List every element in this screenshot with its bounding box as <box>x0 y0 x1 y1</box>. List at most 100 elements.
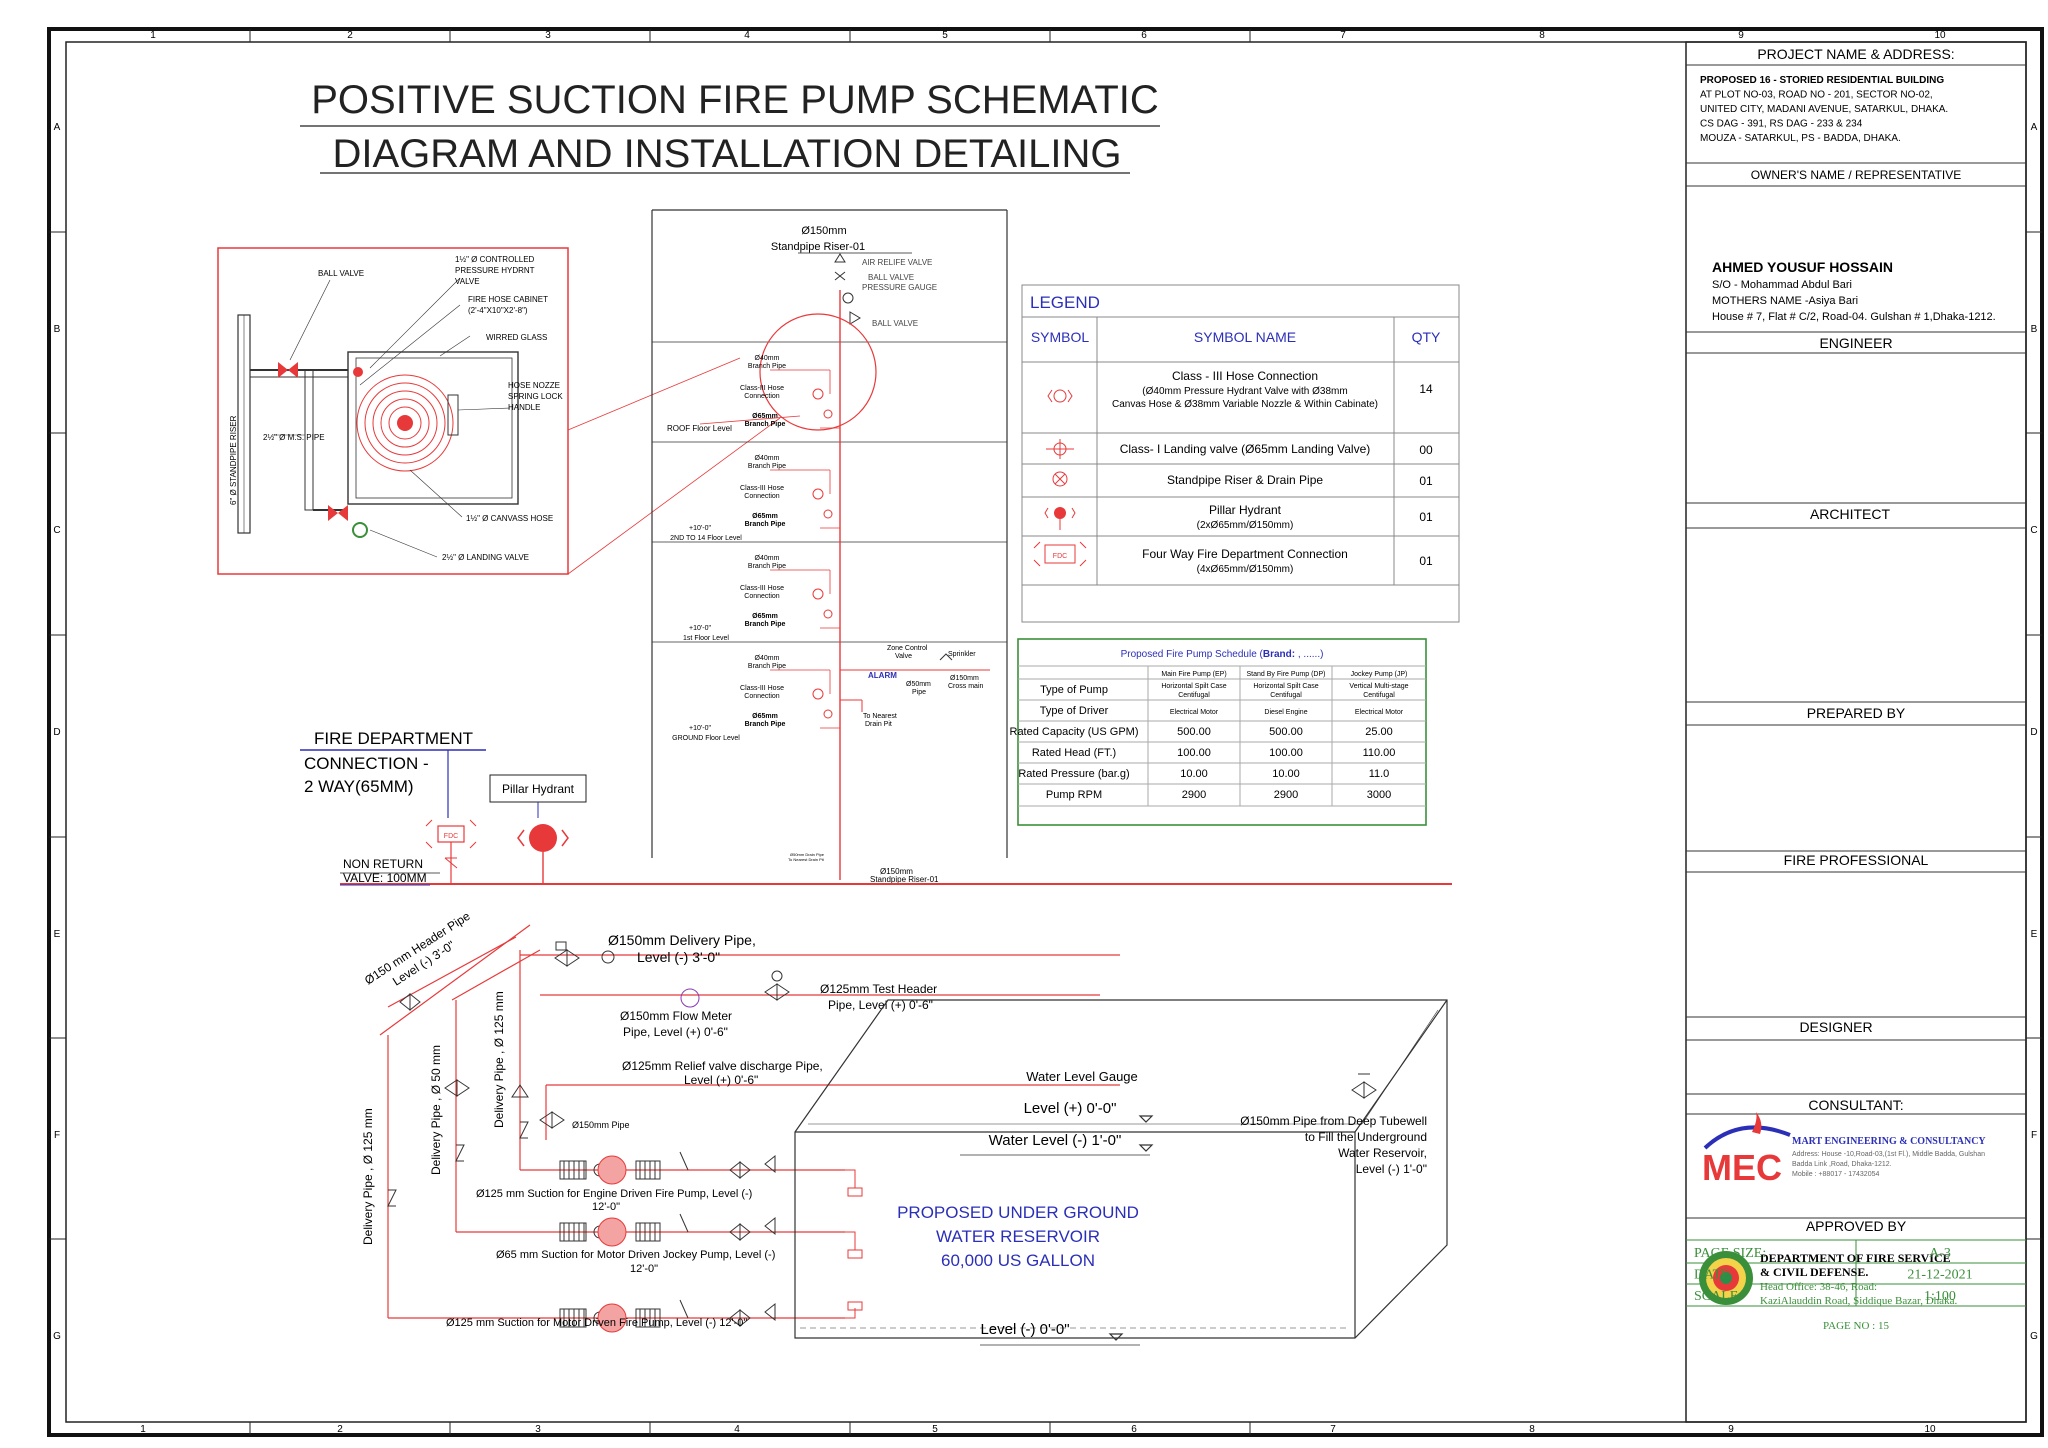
riser-size: Ø150mm <box>801 225 846 237</box>
schedule-cell: 100.00 <box>1269 747 1303 759</box>
cross-main-label-2: Cross main <box>948 683 984 690</box>
branch-bottom-label: Ø65mm <box>752 513 778 520</box>
pipe50-label-2: Pipe <box>912 689 926 696</box>
pipe50-label-1: Ø50mm <box>906 681 931 688</box>
legend-symbols: FDC <box>1033 389 1087 567</box>
dept-line-2: & CIVIL DEFENSE. <box>1760 1265 1868 1279</box>
fire-hose-cabinet-label: FIRE HOSE CABINET(2'-4"X10"X2'-8") <box>468 295 548 315</box>
grid-row-right: D <box>2030 727 2037 738</box>
grid-col-top: 4 <box>744 30 750 41</box>
pump-sets <box>559 1151 776 1333</box>
pillar-hydrant-symbol <box>517 824 569 884</box>
schedule-cell: Centifugal <box>1270 692 1302 699</box>
grid-row-right: G <box>2030 1331 2038 1342</box>
svg-text:Branch Pipe: Branch Pipe <box>745 521 786 528</box>
project-head: PROJECT NAME & ADDRESS: <box>1757 46 1954 62</box>
schedule-row-label: Type of Driver <box>1040 705 1109 717</box>
grid-row-left: D <box>53 727 60 738</box>
fdc-conn-line1: CONNECTION - <box>304 754 429 773</box>
schedule-cell: 11.0 <box>1369 768 1390 780</box>
page-no: PAGE NO : 15 <box>1823 1320 1889 1332</box>
flow-meter-label-2: Pipe, Level (+) 0'-6" <box>623 1025 728 1039</box>
branch-top-label: Ø40mm <box>755 455 780 462</box>
dept-office-2: KaziAlauddin Road, Siddique Bazar, Dhaka… <box>1760 1295 1957 1307</box>
grid-row-left: B <box>54 324 61 335</box>
grid-row-right: E <box>2031 929 2038 940</box>
fdc-icon: FDC <box>1033 541 1087 567</box>
zone-control-label-1: Zone Control <box>887 645 928 652</box>
schedule-cell: 500.00 <box>1177 726 1211 738</box>
legend-row-qty: 14 <box>1419 382 1433 396</box>
drain-label-2: Drain Pit <box>865 721 892 728</box>
riser-tiny-note-1: Ø50mm Drain Pipe <box>790 852 825 857</box>
pump-room-piping <box>379 924 1120 1319</box>
schedule-cell: Electrical Motor <box>1355 709 1404 716</box>
nrv-label-2: VALVE: 100MM <box>343 871 427 885</box>
legend-row-qty: 01 <box>1419 554 1433 568</box>
pump-set <box>559 1151 776 1185</box>
grid-col-bottom: 4 <box>734 1424 740 1435</box>
grid-col-bottom: 10 <box>1924 1424 1936 1435</box>
schedule-cell: 10.00 <box>1180 768 1208 780</box>
grid-row-right: A <box>2031 122 2038 133</box>
svg-text:Connection: Connection <box>744 493 780 500</box>
ms-pipe-label: 2½" Ø M.S. PIPE <box>263 433 325 442</box>
title-block-meta-lines <box>1686 1239 2026 1307</box>
owner-head: OWNER'S NAME / REPRESENTATIVE <box>1751 168 1962 182</box>
suction2-label-1: Ø65 mm Suction for Motor Driven Jockey P… <box>496 1249 775 1261</box>
schedule-row-label: Type of Pump <box>1040 684 1108 696</box>
cabinet-detail <box>217 247 569 575</box>
dfs-logo <box>1699 1251 1753 1305</box>
grid-row-right: F <box>2031 1130 2037 1141</box>
delivery125b-label: Delivery Pipe , Ø 125 mm <box>361 1108 375 1245</box>
ball-valve-bottom-label: BALL VALVE <box>872 319 918 328</box>
pump-icon <box>597 1303 627 1333</box>
branch-top-label: Ø40mm <box>755 355 780 362</box>
ball-valve-top-label: BALL VALVE <box>868 273 914 282</box>
grid-row-left: G <box>53 1331 61 1342</box>
level-bottom-label: Level (-) 0'-0" <box>980 1321 1069 1338</box>
project-lines: PROPOSED 16 - STORIED RESIDENTIAL BUILDI… <box>1700 75 1948 144</box>
legend-header-qty: QTY <box>1412 329 1441 345</box>
fire-professional-head: FIRE PROFESSIONAL <box>1784 852 1929 868</box>
engineer-head: ENGINEER <box>1819 335 1892 351</box>
pump-icon <box>597 1217 627 1247</box>
floor-label: 2ND TO 14 Floor Level <box>670 535 742 542</box>
svg-text:Branch Pipe: Branch Pipe <box>748 463 786 470</box>
branch-top-label: Ø40mm <box>755 655 780 662</box>
title-line2: DIAGRAM AND INSTALLATION DETAILING <box>332 132 1121 176</box>
air-relief-label: AIR RELIFE VALVE <box>862 258 932 267</box>
grid-col-bottom: 2 <box>337 1424 343 1435</box>
fdc-conn-line2: 2 WAY(65MM) <box>304 777 414 796</box>
schedule-cells: Main Fire Pump (EP)Stand By Fire Pump (D… <box>1010 671 1409 801</box>
sprinkler-label: Sprinkler <box>948 651 976 658</box>
grid-col-bottom: 6 <box>1131 1424 1137 1435</box>
nrv-label-1: NON RETURN <box>343 857 423 871</box>
project-line: PROPOSED 16 - STORIED RESIDENTIAL BUILDI… <box>1700 75 1944 86</box>
grid-row-right: B <box>2031 324 2038 335</box>
legend-title: LEGEND <box>1030 293 1100 312</box>
grid-col-bottom: 5 <box>932 1424 938 1435</box>
grid-col-top: 6 <box>1141 30 1147 41</box>
ball-valve-label: BALL VALVE <box>318 269 364 278</box>
schedule-cell: 25.00 <box>1365 726 1393 738</box>
svg-text:Branch Pipe: Branch Pipe <box>745 621 786 628</box>
svg-text:Connection: Connection <box>744 693 780 700</box>
pump-icon <box>597 1155 627 1185</box>
grid-col-top: 8 <box>1539 30 1545 41</box>
floor-label: 1st Floor Level <box>683 635 729 642</box>
pillar-hydrant-label: Pillar Hydrant <box>502 782 575 796</box>
flow-meter-label-1: Ø150mm Flow Meter <box>620 1009 732 1023</box>
landing-valve-label: 2½" Ø LANDING VALVE <box>442 553 529 562</box>
test-header-label-2: Pipe, Level (+) 0'-6" <box>828 998 933 1012</box>
legend-rows: Class - III Hose Connection(Ø40mm Pressu… <box>1112 369 1433 575</box>
legend-row-name: Class - III Hose Connection <box>1172 369 1318 383</box>
svg-text:Connection: Connection <box>744 393 780 400</box>
svg-text:Branch Pipe: Branch Pipe <box>748 563 786 570</box>
